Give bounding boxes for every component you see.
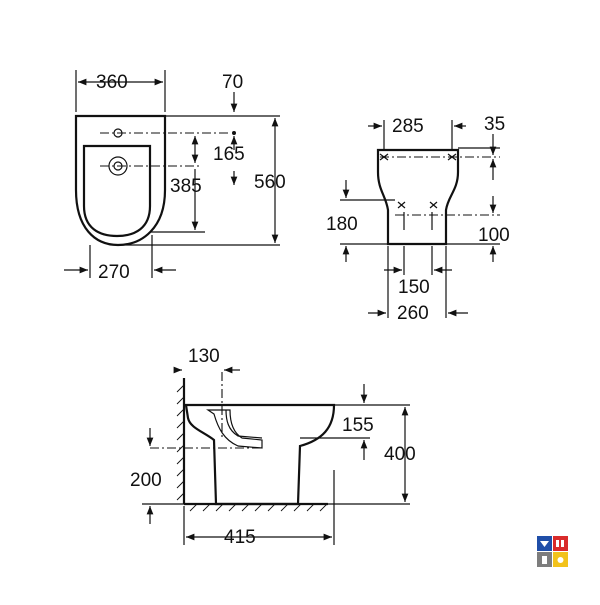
dim-tap-to-drain: 165 — [213, 144, 245, 165]
fixing-marks — [379, 153, 457, 230]
dim-drain-from-front: 385 — [170, 176, 202, 197]
side-view: 130 155 400 200 415 — [130, 346, 416, 548]
dim-width-top: 360 — [96, 72, 128, 93]
dim-drain-height: 200 — [130, 470, 162, 491]
bowl-outline-side — [206, 409, 263, 449]
dim-base-width-top: 270 — [98, 262, 130, 283]
dim-height: 400 — [384, 444, 416, 465]
logo-glyph — [540, 541, 549, 547]
dim-projection: 415 — [224, 527, 256, 548]
bidet-outline-rear — [376, 148, 460, 246]
dim-rear-base-width: 260 — [397, 303, 429, 324]
bowl-outline-top — [82, 144, 152, 238]
logo-glyph — [561, 540, 564, 547]
dim-fixing-height: 180 — [326, 214, 358, 235]
dim-fixing-spacing: 150 — [398, 277, 430, 298]
dim-wall-to-drain: 130 — [188, 346, 220, 367]
logo-glyph — [542, 556, 547, 564]
dim-fixing-inset: 100 — [478, 225, 510, 246]
floor-hatching — [189, 503, 328, 512]
dim-edge-offset: 35 — [484, 114, 505, 135]
logo-glyph — [556, 540, 559, 547]
logo-square-red — [553, 536, 568, 551]
top-view: 360 70 165 385 560 270 — [64, 70, 286, 283]
bidet-outline-side — [184, 403, 336, 506]
drain-trap-side — [225, 409, 263, 439]
brand-logo — [537, 536, 568, 567]
dim-rim-depth: 155 — [342, 415, 374, 436]
dim-tap-offset: 70 — [222, 72, 243, 93]
dim-rear-width: 285 — [392, 116, 424, 137]
rear-dot — [232, 131, 236, 135]
logo-glyph — [557, 557, 564, 563]
rear-view: 285 35 180 100 150 260 — [326, 114, 510, 324]
wall-hatching — [176, 384, 185, 501]
dim-length: 560 — [254, 172, 286, 193]
